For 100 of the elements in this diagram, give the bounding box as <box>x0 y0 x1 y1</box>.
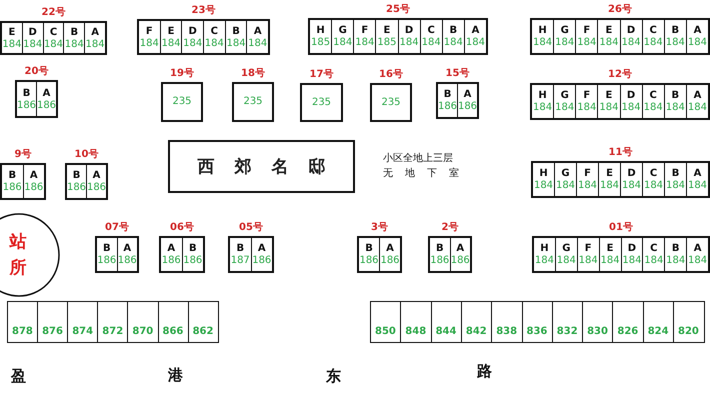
unit-cell <box>598 163 620 196</box>
unit-letter: A <box>30 169 38 182</box>
unit-letter: F <box>146 24 153 38</box>
area-value: 184 <box>226 38 246 50</box>
building-number: 12号 <box>607 69 633 81</box>
unit-letter: F <box>583 24 590 37</box>
unit-letter: G <box>561 167 570 180</box>
unit-cell <box>642 163 664 196</box>
unit-letter: E <box>606 242 614 255</box>
note-text: 无地下室 <box>383 166 471 180</box>
shop-number: 830 <box>587 326 608 337</box>
unit-letter: A <box>123 242 132 255</box>
area-value: 186 <box>86 182 106 194</box>
area-value: 184 <box>688 180 708 192</box>
road-name-char: 路 <box>477 362 492 381</box>
area-value: 184 <box>161 38 181 50</box>
area-value: 184 <box>86 38 105 50</box>
area-value: 184 <box>600 255 620 267</box>
unit-letter: A <box>694 89 702 102</box>
unit-letter: B <box>236 242 244 255</box>
building-number: 11号 <box>608 147 634 159</box>
note-text: 小区全地上三层 <box>383 152 453 165</box>
area-value: 186 <box>162 255 181 267</box>
area-value: 184 <box>666 255 686 267</box>
shop-number: 872 <box>102 326 124 337</box>
shop-number: 870 <box>132 326 154 337</box>
unit-cell <box>664 20 686 53</box>
area-value: 184 <box>688 255 708 267</box>
unit-cell <box>379 238 400 271</box>
area-value: 184 <box>204 38 224 50</box>
shop-unit <box>460 301 492 343</box>
unit-letter: A <box>464 88 472 101</box>
shop-unit <box>673 301 704 343</box>
shop-unit <box>370 301 402 343</box>
unit-letter: H <box>316 24 325 37</box>
shop-unit <box>158 301 189 343</box>
unit-cell <box>554 238 577 271</box>
unit-letter: B <box>188 242 197 255</box>
area-value: 184 <box>600 180 620 192</box>
unit-cell <box>597 85 620 118</box>
unit-letter: B <box>8 169 16 182</box>
area-value: 184 <box>183 38 202 50</box>
unit-letter: D <box>404 24 414 37</box>
shop-number: 832 <box>556 326 578 337</box>
unit-cell <box>86 165 106 198</box>
road-name-char: 港 <box>168 366 183 385</box>
unit-cell <box>450 238 470 271</box>
area-value: 184 <box>555 102 574 114</box>
shop-number: 862 <box>192 326 214 337</box>
unit-cell <box>353 20 376 53</box>
unit-cell <box>442 20 464 53</box>
shop-number: 850 <box>375 326 396 337</box>
shop-unit <box>37 301 69 343</box>
unit-cell <box>597 20 620 53</box>
area-value: 186 <box>36 100 56 112</box>
unit-cell <box>620 163 642 196</box>
unit-letter: H <box>538 89 547 102</box>
unit-letter: C <box>650 24 657 37</box>
unit-cell <box>42 23 64 53</box>
unit-letter: C <box>650 89 657 102</box>
building-number: 15号 <box>444 68 470 80</box>
area-value: 186 <box>183 255 202 267</box>
shop-unit <box>582 301 614 343</box>
building-number: 06号 <box>169 222 195 234</box>
unit-cell <box>182 238 203 271</box>
road-name-char: 东 <box>326 367 341 386</box>
area-value: 184 <box>44 38 64 50</box>
unit-letter: E <box>606 24 612 37</box>
area-value: 186 <box>2 182 22 194</box>
area-value: 184 <box>622 180 642 192</box>
unit-letter: A <box>472 24 480 37</box>
unit-cell <box>620 238 642 271</box>
shop-unit <box>430 301 462 343</box>
unit-cell <box>686 163 708 196</box>
area-value: 186 <box>252 255 272 267</box>
unit-letter: A <box>694 24 702 37</box>
unit-letter: B <box>102 242 111 255</box>
area-value: 186 <box>66 182 86 194</box>
unit-cell <box>576 238 599 271</box>
shop-number: 824 <box>648 326 669 337</box>
area-value: 235 <box>312 96 332 108</box>
area-value: 186 <box>430 255 450 267</box>
unit-letter: H <box>538 24 547 37</box>
building-number: 16号 <box>378 69 404 81</box>
shop-unit <box>7 301 38 343</box>
unit-letter: B <box>365 242 373 255</box>
unit-letter: A <box>694 167 702 180</box>
unit-cell <box>398 20 420 53</box>
area-value: 186 <box>458 101 478 113</box>
building-number: 19号 <box>169 68 195 80</box>
area-value: 186 <box>438 101 458 113</box>
area-value: 184 <box>555 37 574 49</box>
area-value: 184 <box>644 255 664 267</box>
building-number: 2号 <box>440 222 460 234</box>
shop-unit <box>522 301 553 343</box>
area-value: 186 <box>24 182 44 194</box>
building-number: 10号 <box>74 149 100 161</box>
area-value: 186 <box>359 255 379 267</box>
area-value: 184 <box>599 37 618 49</box>
unit-letter: B <box>444 88 452 101</box>
